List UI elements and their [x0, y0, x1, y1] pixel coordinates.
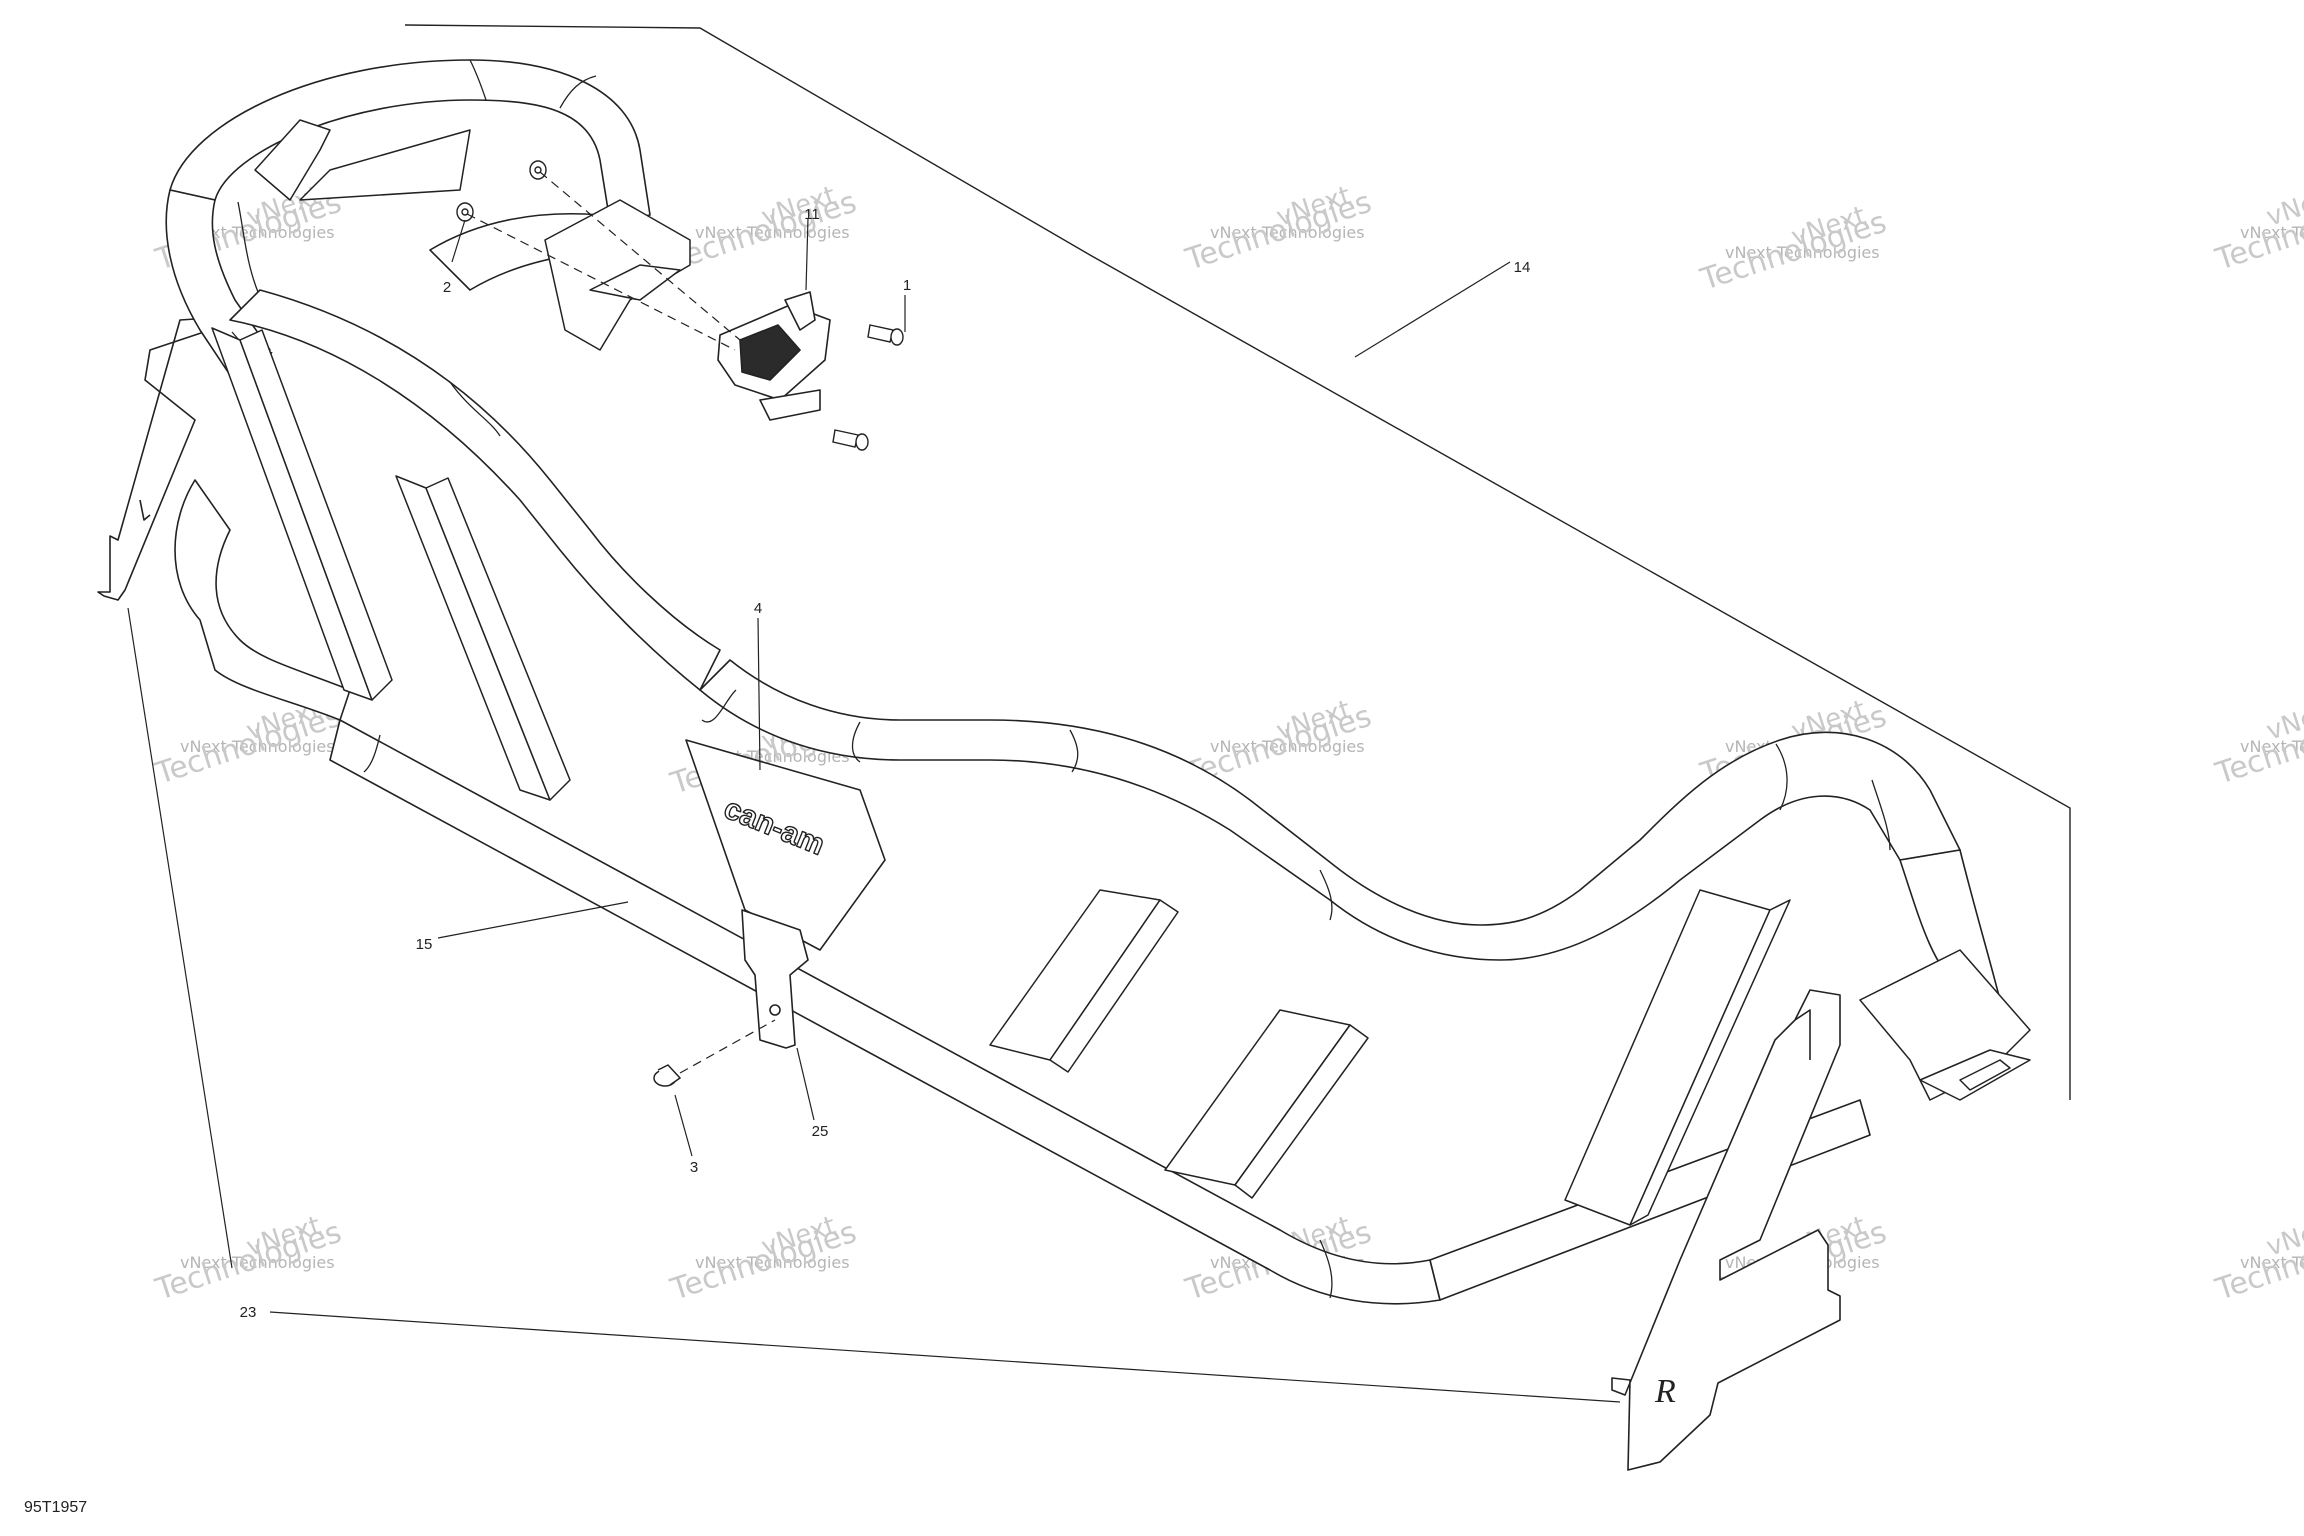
callout-14: 14: [1514, 259, 1531, 276]
watermark: vNext Technologies vNext Technologies: [2211, 181, 2304, 278]
right-side-plate: R: [1611, 989, 1841, 1471]
svg-text:vNext Technologies: vNext Technologies: [2240, 737, 2304, 756]
svg-text:vNext Technologies: vNext Technologies: [1725, 243, 1880, 262]
small-bracket: [741, 909, 809, 1049]
rear-left-bracket: [254, 119, 331, 201]
latch-assembly: [717, 291, 831, 421]
plate-mark-r: R: [1654, 1373, 1676, 1410]
watermark: vNext Technologies vNext Technologies: [666, 181, 861, 278]
callout-1: 1: [903, 277, 911, 294]
bolt-3: [653, 1064, 682, 1087]
svg-text:vNext Technologies: vNext Technologies: [180, 223, 335, 242]
figure-code: 95T1957: [24, 1499, 87, 1516]
svg-text:vNext Technologies: vNext Technologies: [2240, 1253, 2304, 1272]
front-slats: [989, 889, 1791, 1226]
nut-2-lower: [456, 202, 474, 222]
watermark: vNext Technologies vNext Technologies: [1696, 201, 1891, 298]
rear-slats: [211, 129, 571, 801]
center-decal-bracket: can-am: [685, 739, 886, 951]
bolt-1-upper: [867, 324, 904, 346]
bolt-1-lower: [832, 429, 869, 451]
watermark: vNext Technologies vNext Technologies: [151, 1211, 346, 1308]
callout-4: 4: [754, 600, 762, 617]
tube-joint-seams: [231, 59, 1891, 1299]
svg-text:vNext Technologies: vNext Technologies: [180, 1253, 335, 1272]
leader-lines: [127, 217, 1621, 1403]
svg-text:vNext Technologies: vNext Technologies: [2240, 223, 2304, 242]
right-corner-bracket: [1859, 949, 2031, 1101]
svg-text:vNext Technologies: vNext Technologies: [1210, 223, 1365, 242]
watermark: vNext Technologies vNext Technologies: [2211, 1211, 2304, 1308]
svg-text:vNext Technologies: vNext Technologies: [695, 223, 850, 242]
watermark: vNext Technologies vNext Technologies: [1181, 181, 1376, 278]
svg-text:vNext Technologies: vNext Technologies: [1210, 737, 1365, 756]
callout-3: 3: [690, 1159, 698, 1176]
cargo-box-outline: [404, 24, 2071, 1100]
callouts: 14 11 1 2 4 15 25 3 23: [240, 206, 1531, 1321]
callout-2: 2: [443, 279, 451, 296]
callout-11: 11: [804, 206, 820, 223]
callout-25: 25: [812, 1123, 829, 1140]
watermark: vNext Technologies vNext Technologies: [666, 1211, 861, 1308]
callout-23: 23: [240, 1304, 257, 1321]
bolts: [456, 160, 904, 451]
upper-clamp-bracket: [544, 199, 691, 351]
callout-15: 15: [416, 936, 433, 953]
svg-text:vNext Technologies: vNext Technologies: [695, 1253, 850, 1272]
assembly-dashes: [466, 171, 776, 1074]
svg-text:vNext Technologies: vNext Technologies: [180, 737, 335, 756]
watermark: vNext Technologies vNext Technologies: [2211, 695, 2304, 792]
nut-2-upper: [529, 160, 547, 180]
